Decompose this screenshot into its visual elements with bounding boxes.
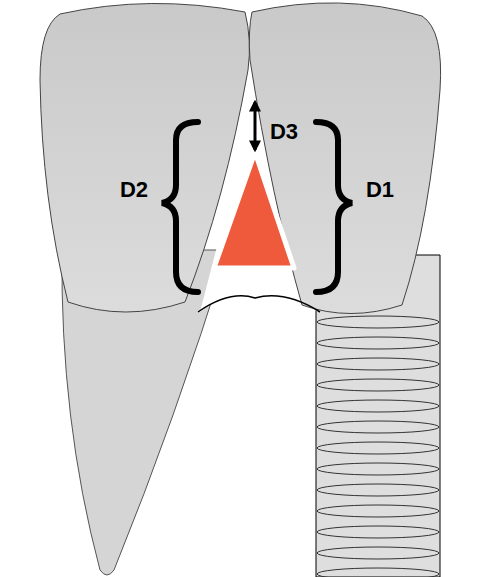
implant-thread <box>317 379 439 391</box>
implant-thread <box>317 463 439 475</box>
implant-thread <box>317 421 439 433</box>
implant-thread <box>317 316 439 328</box>
bracket <box>316 122 352 292</box>
implant-thread <box>317 547 439 559</box>
bracket <box>162 122 198 292</box>
gum-line <box>198 296 320 312</box>
implant-thread <box>317 484 439 496</box>
dimension-label: D1 <box>366 179 394 201</box>
implant-thread <box>317 400 439 412</box>
interdental-triangle <box>214 152 294 268</box>
implant-thread <box>317 337 439 349</box>
dimension-label: D2 <box>120 179 148 201</box>
implant-thread <box>317 442 439 454</box>
implant-thread <box>317 568 439 577</box>
implant-thread <box>317 505 439 517</box>
implant-thread <box>317 526 439 538</box>
dimension-label: D3 <box>270 121 298 143</box>
distance-arrow <box>254 102 257 150</box>
implant-thread <box>317 358 439 370</box>
